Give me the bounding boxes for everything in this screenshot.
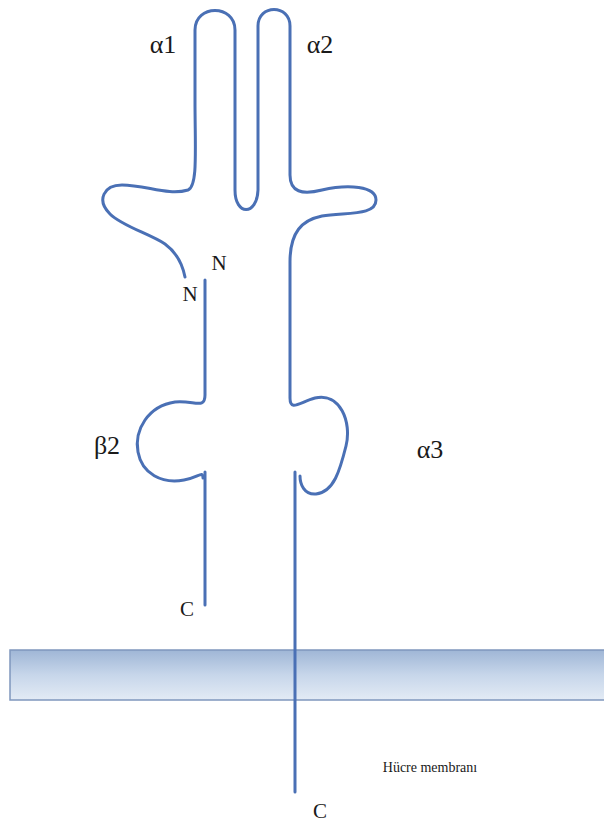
- domain-label: α1: [150, 31, 177, 60]
- domain-label: β2: [94, 432, 120, 461]
- terminus-label: C: [180, 598, 194, 621]
- cell-membrane: [10, 650, 604, 700]
- beta2-chain: [137, 280, 205, 481]
- membrane-label: Hücre membranı: [383, 760, 477, 775]
- domain-label: α2: [307, 31, 334, 60]
- beta2-chain-tail: [204, 472, 207, 605]
- terminus-label: N: [182, 283, 197, 306]
- terminus-label: N: [211, 252, 226, 275]
- domain-label: α3: [417, 436, 444, 465]
- terminus-label: C: [313, 800, 327, 823]
- heavy-chain-tail: [294, 472, 297, 792]
- heavy-chain: [103, 10, 376, 495]
